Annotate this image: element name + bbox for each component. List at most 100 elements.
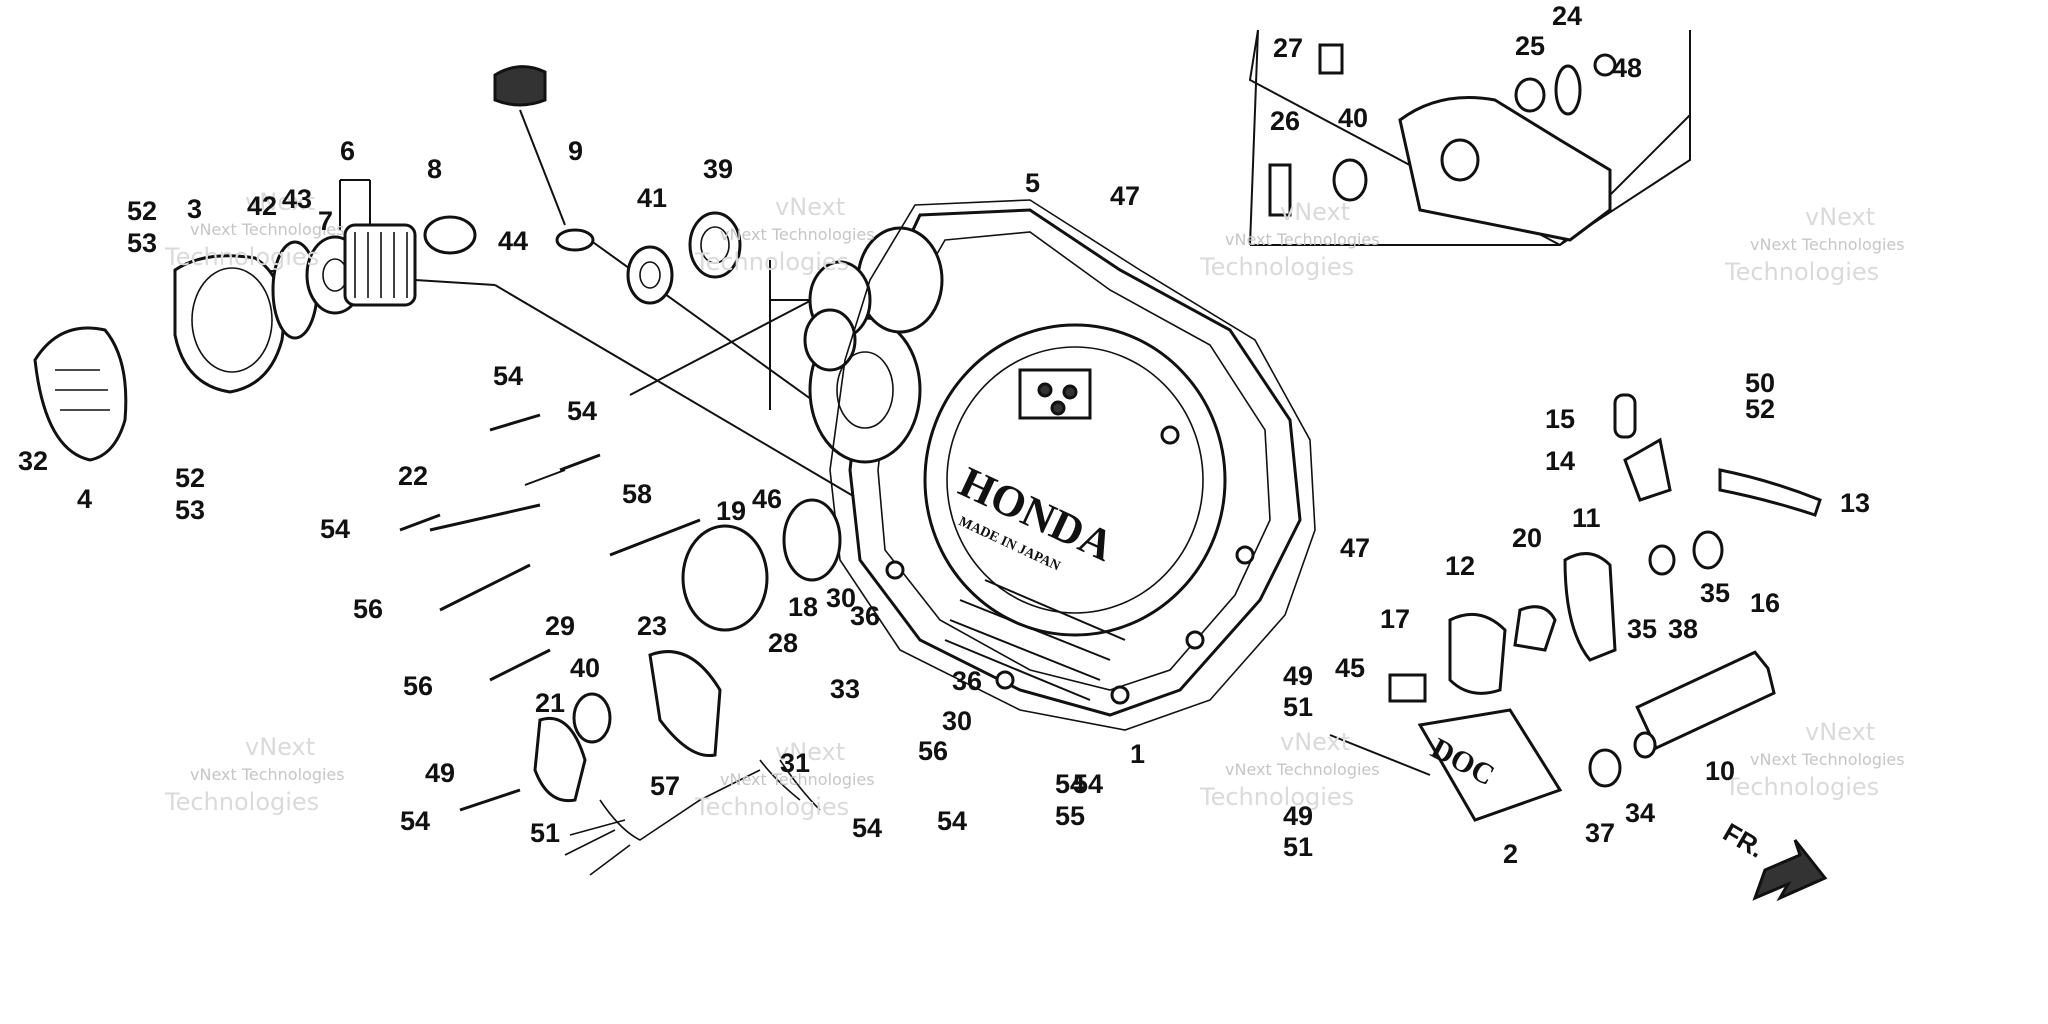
callout-label: 47 — [1110, 181, 1140, 211]
callout-label: 3 — [187, 194, 202, 224]
callout-label: 25 — [1515, 31, 1545, 61]
callout-label: 49 — [1283, 801, 1313, 831]
callout-label: 4 — [77, 484, 92, 514]
callout-label: 20 — [1512, 523, 1542, 553]
oil-filter-group — [33, 65, 742, 462]
callout-label: 28 — [768, 628, 798, 658]
callout-label: 47 — [1340, 533, 1370, 563]
watermark-line2: vNext Technologies — [720, 225, 875, 244]
callout-label: 56 — [918, 736, 948, 766]
callout-label: 54 — [567, 396, 597, 426]
callout-label: 35 — [1627, 614, 1657, 644]
watermark-line2: vNext Technologies — [1750, 235, 1905, 254]
callout-label: 29 — [545, 611, 575, 641]
lower-hardware-group — [399, 413, 842, 876]
callout-label: 39 — [703, 154, 733, 184]
watermark-line2: vNext Technologies — [720, 770, 875, 789]
callout-label: 6 — [340, 136, 355, 166]
callout-label: 30 — [826, 583, 856, 613]
callout-label: 54 — [320, 514, 350, 544]
watermark-line1: vNext — [1280, 728, 1350, 756]
callout-label: 33 — [830, 674, 860, 704]
watermark-line3: Technologies — [1199, 253, 1354, 281]
callout-label: 51 — [530, 818, 560, 848]
callout-label: 53 — [175, 495, 205, 525]
callout-label: 54 — [937, 806, 967, 836]
front-direction-arrow: FR. — [1718, 817, 1828, 902]
callout-label: 34 — [1625, 798, 1655, 828]
callout-label: 52 — [1745, 394, 1775, 424]
callout-label: 26 — [1270, 106, 1300, 136]
callout-label: 46 — [752, 484, 782, 514]
callout-label: 32 — [18, 446, 48, 476]
watermark-line2: vNext Technologies — [1750, 750, 1905, 769]
callout-label: 37 — [1585, 818, 1615, 848]
callout-label: 17 — [1380, 604, 1410, 634]
callout-label: 36 — [850, 601, 880, 631]
callout-label: 50 — [1745, 368, 1775, 398]
callout-label: 51 — [1283, 692, 1313, 722]
callout-label: 19 — [716, 496, 746, 526]
callout-label: 55 — [1055, 801, 1085, 831]
watermark-line1: vNext — [775, 193, 845, 221]
watermark-line3: Technologies — [1724, 258, 1879, 286]
callout-label: 8 — [427, 154, 442, 184]
callout-label: 40 — [1338, 103, 1368, 133]
callout-label: 35 — [1700, 578, 1730, 608]
callout-label: 1 — [1130, 739, 1145, 769]
front-direction-label: FR. — [1718, 817, 1769, 864]
callout-label: 44 — [498, 226, 528, 256]
callout-label: 24 — [1552, 1, 1582, 31]
callout-label: 54 — [1055, 769, 1085, 799]
watermark-line1: vNext — [1280, 198, 1350, 226]
cover-gasket — [829, 199, 1316, 731]
callout-label: 41 — [637, 183, 667, 213]
watermark-line3: Technologies — [164, 243, 319, 271]
callout-label: 42 — [247, 191, 277, 221]
shift-linkage-group: DOC — [1388, 393, 1822, 822]
callout-label: 31 — [780, 748, 810, 778]
callout-label: 9 — [568, 136, 583, 166]
callout-label: 18 — [788, 592, 818, 622]
callout-label: 5 — [1025, 168, 1040, 198]
callout-label: 48 — [1612, 53, 1642, 83]
callout-label: 11 — [1572, 503, 1601, 533]
callout-label: 2 — [1503, 839, 1518, 869]
callout-label: 15 — [1545, 404, 1575, 434]
callout-label: 54 — [1073, 769, 1103, 799]
callout-label: 30 — [942, 706, 972, 736]
callout-label: 10 — [1705, 756, 1735, 786]
callout-label: 52 — [127, 196, 157, 226]
watermark-line3: Technologies — [1724, 773, 1879, 801]
callout-label: 58 — [622, 479, 652, 509]
callout-label: 23 — [637, 611, 667, 641]
callout-label: 45 — [1335, 653, 1365, 683]
watermark-line3: Technologies — [1199, 783, 1354, 811]
callout-label: 16 — [1750, 588, 1780, 618]
watermark-line1: vNext — [245, 733, 315, 761]
inset-detail — [1268, 43, 1617, 242]
callout-label: 54 — [852, 813, 882, 843]
callout-labels: 1 2 3 4 5 6 7 8 9 10 11 12 13 14 15 16 1… — [18, 1, 1870, 869]
crankcase-cover: HONDA MADE IN JAPAN — [803, 208, 1302, 717]
callout-label: 56 — [353, 594, 383, 624]
watermark-line2: vNext Technologies — [1225, 230, 1380, 249]
callout-label: 52 — [175, 463, 205, 493]
callout-label: 49 — [425, 758, 455, 788]
callout-label: 38 — [1668, 614, 1698, 644]
callout-label: 53 — [127, 228, 157, 258]
watermark-line1: vNext — [775, 738, 845, 766]
watermark-line2: vNext Technologies — [1225, 760, 1380, 779]
callout-label: 22 — [398, 461, 428, 491]
callout-label: 56 — [403, 671, 433, 701]
watermark-line3: Technologies — [694, 793, 849, 821]
callout-label: 43 — [282, 184, 312, 214]
callout-label: 54 — [400, 806, 430, 836]
watermark-line1: vNext — [245, 188, 315, 216]
callout-label: 49 — [1283, 661, 1313, 691]
callout-label: 27 — [1273, 33, 1303, 63]
watermark-line1: vNext — [1805, 203, 1875, 231]
watermark-group: vNext vNext Technologies Technologies vN… — [164, 188, 1905, 821]
